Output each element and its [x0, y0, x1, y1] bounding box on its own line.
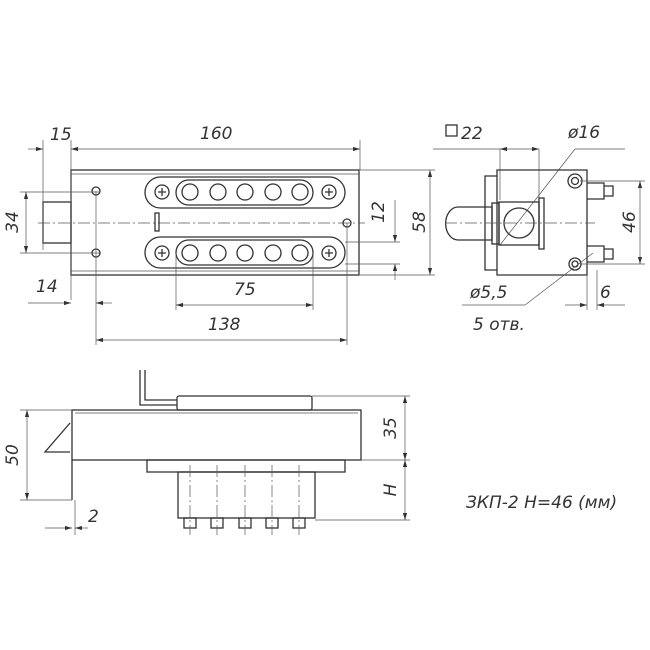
side-plate: [71, 409, 362, 461]
dim-46: 46: [620, 211, 640, 233]
holes: [91, 183, 352, 262]
top-strip: [176, 395, 313, 411]
caption: ЗКП-2 H=46 (мм): [466, 493, 617, 513]
square-symbol: [445, 124, 458, 137]
pins: [183, 465, 306, 535]
dim-22: 22: [461, 124, 483, 144]
dim-138: 138: [208, 315, 241, 335]
hook: [139, 370, 177, 406]
holes-count: 5 отв.: [473, 315, 525, 335]
dim-H: H: [381, 483, 401, 496]
bolt-stub: [42, 201, 72, 244]
dim-34: 34: [3, 211, 23, 233]
base-plate: [70, 169, 360, 276]
wedge: [43, 422, 71, 453]
dim-12: 12: [369, 201, 389, 223]
pin-block: [177, 471, 316, 519]
dim-2: 2: [88, 507, 99, 527]
dim-35: 35: [381, 417, 401, 439]
top-view: 15 160 34 14 75 138 12 58: [3, 124, 435, 345]
knob: [444, 206, 493, 241]
dim-58: 58: [410, 211, 430, 233]
dim-160: 160: [200, 124, 232, 144]
end-body: [496, 169, 588, 276]
side-view: 50 35 H 2: [3, 370, 410, 535]
dim-15: 15: [50, 125, 72, 145]
dim-6: 6: [600, 283, 611, 303]
dim-14: 14: [36, 277, 58, 297]
lower-slot: [144, 236, 346, 269]
dim-dia16: ø16: [567, 123, 600, 143]
dim-50: 50: [3, 444, 23, 466]
dim-dia55: ø5,5: [469, 283, 507, 303]
end-view: 22 ø16 46 6 ø5,5 5 отв.: [433, 123, 645, 335]
upper-slot: [144, 176, 346, 209]
dim-75: 75: [234, 280, 256, 300]
